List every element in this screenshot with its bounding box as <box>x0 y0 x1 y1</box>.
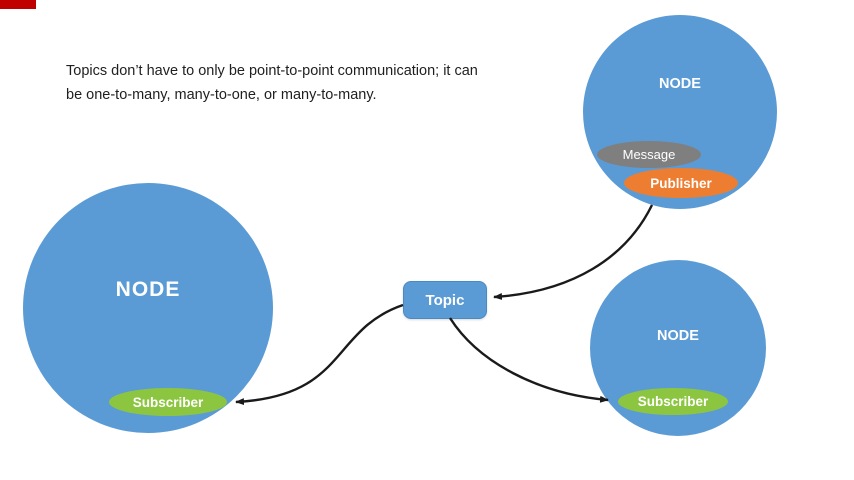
node-label-bottom-right: NODE <box>657 328 699 344</box>
publisher-pill: Publisher <box>624 168 738 198</box>
subscriber-pill-right: Subscriber <box>618 388 728 415</box>
node-label-top-right: NODE <box>659 76 701 92</box>
annotation-text: Topics don’t have to only be point-to-po… <box>66 63 478 103</box>
message-pill: Message <box>597 141 701 168</box>
topic-box: Topic <box>403 281 487 319</box>
subscriber-pill-left: Subscriber <box>109 388 227 416</box>
red-corner-mark <box>0 0 36 9</box>
node-label-left: NODE <box>115 278 181 301</box>
arrow-topic-to-right-subscriber <box>448 317 609 403</box>
